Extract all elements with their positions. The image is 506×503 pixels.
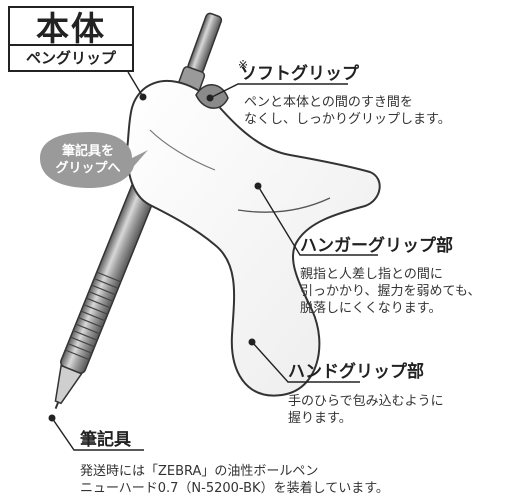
bubble-shape [40, 132, 148, 188]
pen-body [54, 170, 162, 410]
writing-tool-desc-line-2: ニューハード0.7（N-5200-BK）を装着しています。 [80, 481, 389, 496]
soft-grip-label: ソフトグリップ [240, 64, 359, 84]
hanger-grip-desc-line-3: 脱落しにくくなります。 [300, 301, 442, 316]
bubble-line-1: 筆記具を [61, 144, 114, 159]
hanger-grip-desc-line-2: 引っかかり、握力を弱めても、 [300, 284, 481, 299]
soft-grip-desc-line-1: ペンと本体との間のすき間を [244, 95, 413, 110]
hand-grip-label: ハンドグリップ部 [288, 362, 424, 382]
hand-grip-desc-line-1: 手のひらで包み込むように [288, 394, 444, 409]
title-main: 本体 [36, 9, 106, 48]
title-box: 本体 ペングリップ [8, 6, 134, 72]
hanger-grip-label: ハンガーグリップ部 [300, 236, 453, 256]
soft-grip-desc-line-2: なくし、しっかりグリップします。 [244, 112, 451, 127]
writing-tool-label: 筆記具 [80, 430, 131, 450]
bubble-line-2: グリップへ [55, 161, 121, 176]
pen-top [176, 12, 223, 98]
title-sub: ペングリップ [10, 44, 132, 70]
hand-grip-desc-line-2: 握ります。 [288, 411, 352, 426]
hanger-grip-desc: 親指と人差し指との間に 引っかかり、握力を弱めても、 脱落しにくくなります。 [300, 266, 480, 317]
soft-grip-desc: ペンと本体との間のすき間を なくし、しっかりグリップします。 [244, 94, 451, 128]
bubble-text: 筆記具を グリップへ [44, 143, 132, 177]
grip-body [126, 80, 381, 397]
hanger-grip-desc-line-1: 親指と人差し指との間に [300, 267, 443, 282]
writing-tool-desc-line-1: 発送時には「ZEBRA」の油性ボールペン [80, 464, 319, 479]
hand-grip-desc: 手のひらで包み込むように 握ります。 [288, 393, 444, 427]
writing-tool-desc: 発送時には「ZEBRA」の油性ボールペン ニューハード0.7（N-5200-BK… [80, 463, 389, 497]
soft-grip-note-mark: ※ [238, 58, 249, 72]
